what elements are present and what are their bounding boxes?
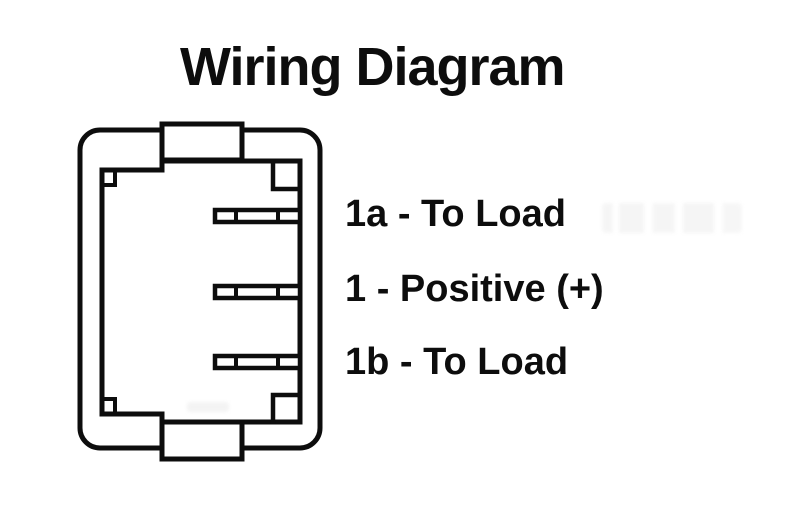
pin-label-1a: 1a - To Load: [345, 193, 566, 235]
scan-artifact-smudge: [187, 402, 229, 412]
mounting-tab-top: [159, 121, 245, 163]
diagram-title: Wiring Diagram: [180, 37, 566, 97]
terminal-pin-1: [212, 283, 303, 301]
notch-bottom-right: [270, 392, 303, 425]
notch-top-right: [270, 158, 303, 192]
terminal-pin-1a: [212, 207, 303, 225]
watermark-smudge: [602, 203, 742, 233]
key-square-bottom-left: [100, 397, 117, 416]
terminal-pin-1b: [212, 353, 303, 371]
pin-label-1: 1 - Positive (+): [345, 268, 604, 310]
key-square-top-left: [100, 168, 117, 187]
pin-label-1b: 1b - To Load: [345, 341, 569, 383]
mounting-tab-bottom: [159, 418, 245, 462]
